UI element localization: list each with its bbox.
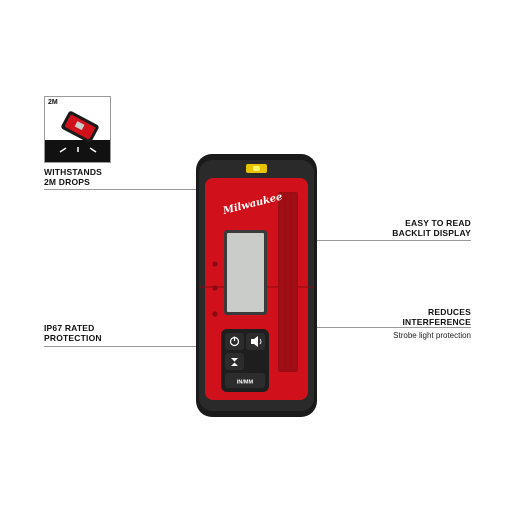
dropping-receiver-illustration (59, 111, 99, 153)
drop-test-inset: 2M (44, 96, 111, 163)
callout-ip67-title: IP67 RATED PROTECTION (44, 323, 102, 343)
laser-receiver-device: Milwaukee IN/MM (196, 154, 317, 417)
unit-button[interactable]: IN/MM (225, 373, 265, 388)
backlit-lcd-display (227, 233, 264, 312)
power-button[interactable] (225, 333, 244, 350)
accuracy-icon (231, 358, 238, 366)
sound-button[interactable] (246, 333, 265, 350)
callout-interference-subtitle: Strobe light protection (393, 331, 471, 340)
callout-interference-title: REDUCES INTERFERENCE (402, 307, 471, 327)
callout-ip67-leader (44, 346, 198, 347)
callout-drops-title: WITHSTANDS 2M DROPS (44, 167, 103, 187)
callout-drops-leader (44, 189, 198, 190)
callout-interference-leader (300, 327, 471, 328)
accuracy-button[interactable] (225, 353, 244, 370)
unit-label: IN/MM (237, 380, 254, 386)
callout-display-leader (250, 240, 471, 241)
speaker-icon (251, 336, 258, 347)
drop-height-label: 2M (48, 99, 58, 106)
callout-display-title: EASY TO READ BACKLIT DISPLAY (392, 218, 471, 238)
